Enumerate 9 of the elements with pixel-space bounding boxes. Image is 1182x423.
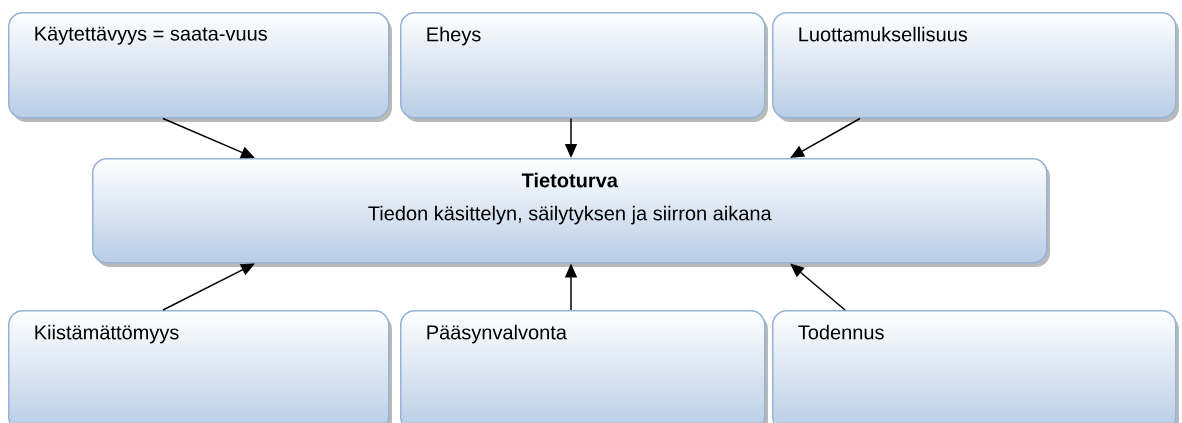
concept-box: Pääsynvalvonta xyxy=(400,310,768,423)
concept-box: Kiistämättömyys xyxy=(8,310,392,423)
arrow xyxy=(790,117,861,158)
concept-box: Käytettävyys = saata-vuus xyxy=(8,12,392,122)
concept-box: Eheys xyxy=(400,12,768,122)
concept-box: Luottamuksellisuus xyxy=(772,12,1179,122)
arrow xyxy=(162,263,255,311)
title-box: Tietoturva Tiedon käsittelyn, säilytyksen ja siirron aikana xyxy=(92,158,1050,267)
concept-box: Todennus xyxy=(772,310,1179,423)
